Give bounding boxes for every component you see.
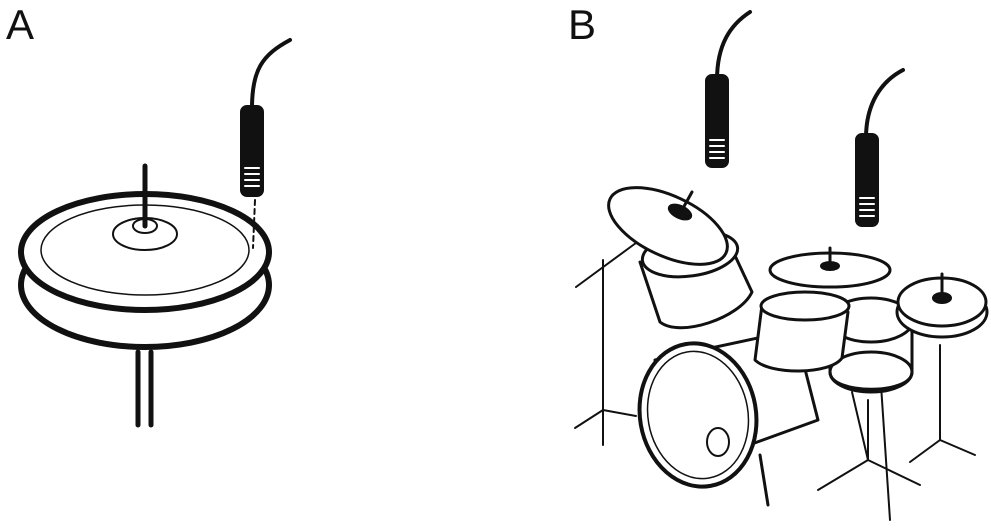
drum-kit-icon — [574, 186, 989, 521]
microphone-icon — [855, 68, 905, 227]
panel-a-label: A — [6, 1, 35, 48]
microphone-icon — [240, 38, 292, 249]
panel-b-label: B — [568, 1, 597, 48]
hi-hat-icon — [18, 163, 272, 428]
microphone-icon — [705, 10, 752, 168]
